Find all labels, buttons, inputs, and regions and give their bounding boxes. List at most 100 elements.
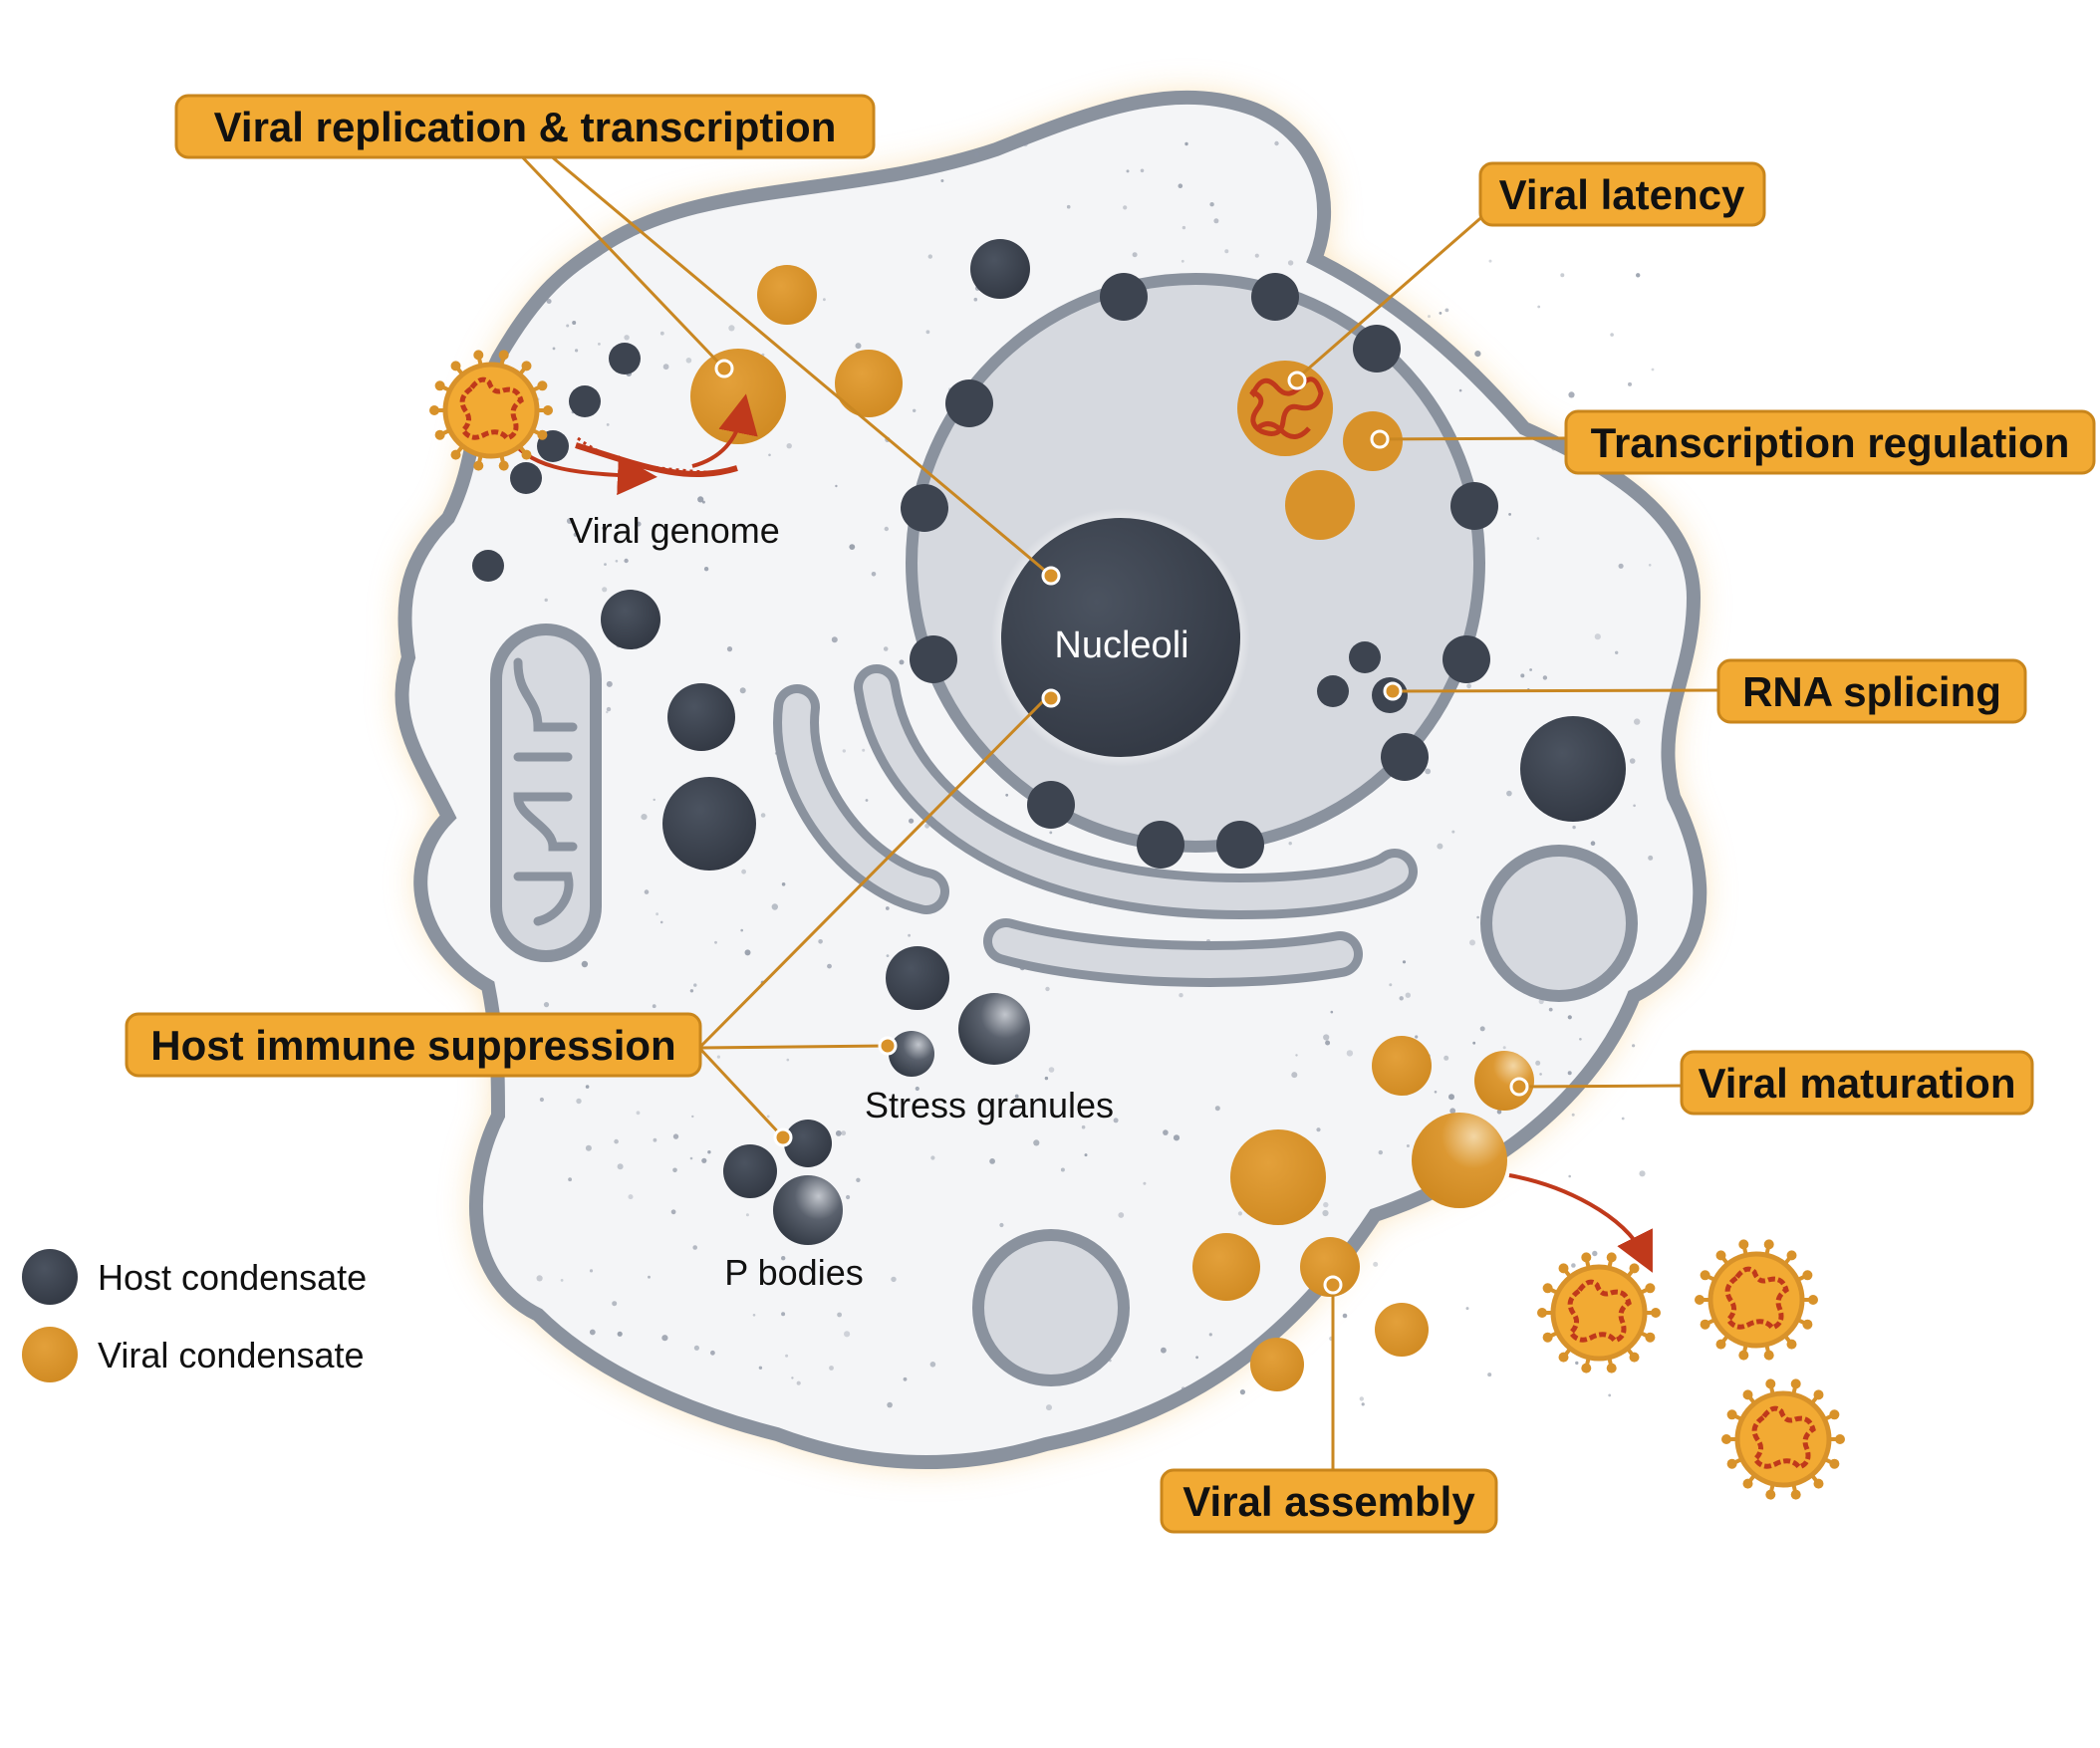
virus-spike-tip xyxy=(521,449,532,460)
mitochondrion xyxy=(490,624,602,962)
virus-spike-tip xyxy=(1700,1270,1710,1281)
speckle xyxy=(726,646,733,652)
speckle xyxy=(1636,273,1641,278)
virus-spike-tip xyxy=(1700,1319,1710,1330)
svg-text:Viral maturation: Viral maturation xyxy=(1699,1060,2016,1107)
speckle xyxy=(628,1194,634,1200)
nuclear-viral-condensate xyxy=(1285,470,1355,540)
speckle xyxy=(691,1115,694,1119)
speckle xyxy=(566,518,573,524)
speckle xyxy=(1023,141,1028,147)
speckle xyxy=(915,1086,919,1092)
virus-spike-tip xyxy=(1558,1352,1569,1363)
speckle xyxy=(1428,315,1431,319)
label-host-immune-suppression: Host immune suppression xyxy=(125,1012,702,1078)
speckle xyxy=(672,1167,677,1173)
speckle xyxy=(544,598,548,603)
speckle xyxy=(659,331,664,336)
speckle xyxy=(835,484,838,488)
speckle xyxy=(1539,1073,1542,1076)
speckle xyxy=(1295,1054,1298,1057)
speckle xyxy=(739,687,746,694)
virus-spike-tip xyxy=(1835,1434,1845,1444)
virus-spike-tip xyxy=(537,429,548,440)
speckle xyxy=(1378,1149,1384,1155)
speckle xyxy=(644,889,650,894)
speckle xyxy=(1060,1167,1065,1172)
speckle xyxy=(606,423,610,426)
speckle xyxy=(606,680,613,687)
speckle xyxy=(1045,986,1050,992)
speckle xyxy=(1529,668,1532,671)
speckle xyxy=(781,1312,786,1317)
speckle xyxy=(566,324,570,328)
speckle xyxy=(1399,996,1404,1001)
speckle xyxy=(829,1366,834,1371)
speckle xyxy=(602,526,605,530)
virus-spike-tip xyxy=(1829,1409,1840,1420)
virus-spike-tip xyxy=(1695,1295,1705,1305)
speckle xyxy=(701,1157,707,1163)
p-bodies-label: P bodies xyxy=(724,1252,863,1293)
speckle xyxy=(693,1345,700,1351)
speckle xyxy=(710,1350,715,1356)
viral-latency-condensate xyxy=(1237,361,1333,456)
p-bodies xyxy=(723,1120,843,1245)
speckle xyxy=(1389,983,1393,987)
speckle xyxy=(865,799,869,802)
speckle xyxy=(653,1137,657,1142)
virus-spike-tip xyxy=(1829,1458,1840,1469)
speckle xyxy=(612,1301,618,1307)
speckle xyxy=(768,453,771,457)
speckle xyxy=(1132,252,1138,258)
speckle xyxy=(576,1098,582,1105)
speckle xyxy=(697,496,704,503)
label-viral-assembly: Viral assembly xyxy=(1160,1468,1498,1534)
legend: Host condensate Viral condensate xyxy=(22,1249,367,1382)
speckle xyxy=(1592,1250,1598,1257)
endoplasmic-reticulum xyxy=(773,664,1418,987)
speckle xyxy=(1346,1050,1354,1057)
speckle xyxy=(1048,1067,1055,1073)
speckle xyxy=(1049,831,1053,835)
speckle xyxy=(536,1275,543,1282)
speckle xyxy=(617,1331,623,1337)
speckle xyxy=(1639,1170,1646,1177)
speckle xyxy=(1195,1356,1198,1360)
virus-particle-entering xyxy=(429,350,553,471)
speckle xyxy=(1448,1094,1454,1101)
speckle xyxy=(827,963,832,969)
virus-spike-tip xyxy=(1715,1250,1726,1261)
speckle xyxy=(855,343,862,350)
speckle xyxy=(871,572,877,577)
speckle xyxy=(615,560,619,563)
speckle xyxy=(1648,564,1652,567)
speckle xyxy=(745,1213,749,1217)
speckle xyxy=(886,954,890,957)
speckle xyxy=(1143,1181,1147,1185)
speckle xyxy=(1568,391,1575,398)
nuclear-pore-condensates xyxy=(901,273,1498,869)
speckle xyxy=(1508,513,1511,516)
speckle xyxy=(909,818,915,824)
release-arrow xyxy=(1508,1173,1653,1273)
label-viral-maturation: Viral maturation xyxy=(1680,1050,2034,1116)
speckle xyxy=(701,500,705,504)
speckle xyxy=(1237,1211,1242,1216)
speckle xyxy=(689,989,694,993)
virus-spike-tip xyxy=(521,361,532,372)
speckle xyxy=(560,1279,564,1282)
speckle xyxy=(927,254,932,259)
speckle xyxy=(1287,260,1294,266)
viral-genome-label: Viral genome xyxy=(569,510,779,551)
speckle xyxy=(1506,790,1512,797)
speckle xyxy=(1496,1110,1502,1115)
virus-spike-tip xyxy=(1721,1434,1731,1444)
virus-spike-tip xyxy=(473,460,484,471)
virus-spike-tip xyxy=(1606,1252,1617,1263)
speckle xyxy=(1405,992,1412,998)
speckle xyxy=(572,321,577,325)
speckle xyxy=(1316,1127,1321,1132)
legend-viral-label: Viral condensate xyxy=(98,1335,365,1375)
speckle xyxy=(1645,1244,1648,1248)
